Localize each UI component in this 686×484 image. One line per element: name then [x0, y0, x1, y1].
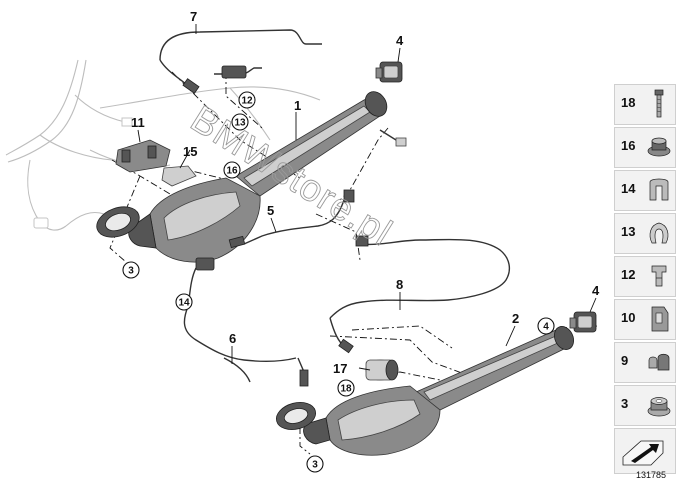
svg-text:16: 16: [226, 166, 238, 177]
side-panel-item-10: 10: [614, 299, 676, 340]
side-panel-item-16: 16: [614, 127, 676, 168]
side-panel-number: 14: [621, 181, 636, 196]
svg-text:14: 14: [178, 298, 190, 309]
svg-text:3: 3: [312, 460, 318, 471]
side-panel-number: 13: [621, 224, 636, 239]
callout-6: 6: [229, 331, 236, 346]
clamp-upper: [375, 61, 403, 83]
ring-callout-14: 14: [175, 293, 193, 311]
collar-nut-icon: [647, 137, 671, 157]
cable-clip-icon: [649, 178, 669, 201]
clamp-clip-icon: [649, 222, 669, 244]
svg-text:18: 18: [340, 384, 352, 395]
side-panel-item-3: 3: [614, 385, 676, 426]
image-number: 131785: [636, 470, 667, 480]
callouts: 7 4 1 11 15 5 8 4 2 6 17: [131, 9, 600, 376]
ring-callout-3-lower: 3: [306, 455, 324, 473]
ring-callouts: 12 13 16 3 14 4 18 3: [122, 91, 555, 473]
callout-5: 5: [267, 203, 274, 218]
leader-lines: [137, 24, 597, 371]
callout-4-lower: 4: [592, 283, 600, 298]
bracket-17: [365, 359, 399, 381]
side-panel-item-13: 13: [614, 213, 676, 254]
side-panel-item-9: 9: [614, 342, 676, 383]
callout-2: 2: [512, 311, 519, 326]
side-panel-item-18: 18: [614, 84, 676, 125]
ring-callout-18: 18: [337, 379, 355, 397]
callout-7: 7: [190, 9, 197, 24]
side-panel-number: 12: [621, 267, 636, 282]
bolt-icon: [654, 89, 664, 118]
clamp-lower: [569, 311, 597, 333]
bracket-11: [115, 139, 171, 173]
svg-text:12: 12: [241, 96, 253, 107]
side-panel-arrow-item: [614, 428, 676, 474]
callout-15: 15: [183, 144, 197, 159]
double-clip-icon: [648, 353, 670, 371]
ring-callout-12: 12: [238, 91, 256, 109]
flange-nut-icon: [647, 397, 671, 417]
svg-text:3: 3: [128, 266, 134, 277]
side-panel-number: 3: [621, 396, 629, 411]
callout-4-upper: 4: [396, 33, 404, 48]
spring-clip-icon: [651, 265, 667, 287]
ring-callout-16: 16: [223, 161, 241, 179]
side-panel-number: 9: [621, 353, 629, 368]
ring-callout-4: 4: [537, 317, 555, 335]
side-panel-item-12: 12: [614, 256, 676, 297]
callout-8: 8: [396, 277, 403, 292]
arrow-icon: [622, 440, 664, 466]
svg-text:4: 4: [543, 322, 549, 333]
bracket-icon: [651, 306, 669, 332]
lower-catalytic-converter: [275, 326, 575, 456]
callout-17: 17: [333, 361, 347, 376]
side-panel-item-14: 14: [614, 170, 676, 211]
ring-callout-13: 13: [231, 113, 249, 131]
fastener-side-panel: 18 16 14 13 12 10: [614, 84, 676, 476]
side-panel-number: 18: [621, 95, 636, 110]
callout-11: 11: [131, 115, 145, 130]
bracket-15: [161, 165, 197, 187]
ring-callout-3-upper: 3: [122, 261, 140, 279]
svg-text:13: 13: [234, 118, 246, 129]
side-panel-number: 10: [621, 310, 636, 325]
callout-1: 1: [294, 98, 301, 113]
side-panel-number: 16: [621, 138, 636, 153]
